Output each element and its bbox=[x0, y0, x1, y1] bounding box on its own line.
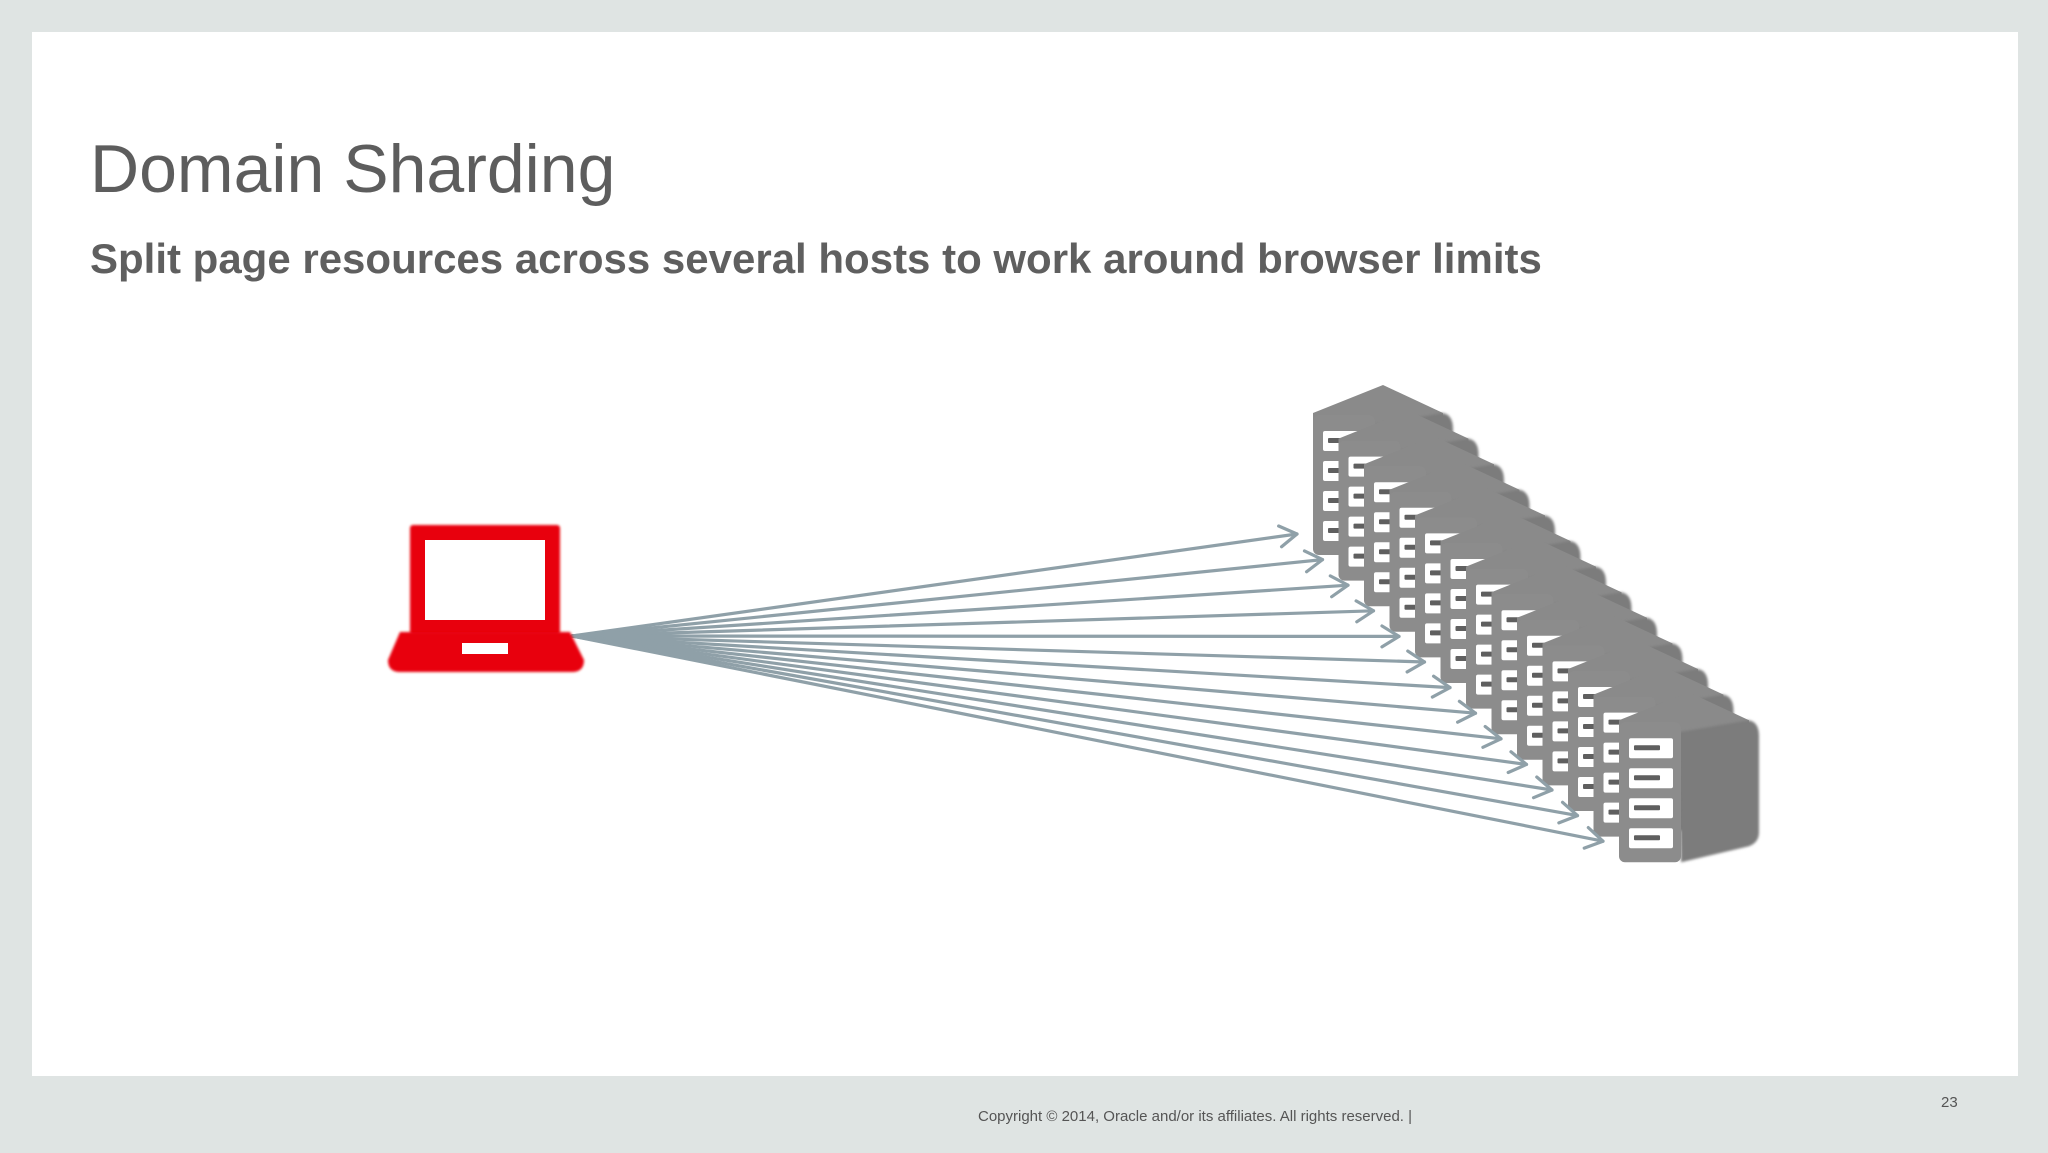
laptop-icon bbox=[388, 525, 584, 672]
connection-arrow bbox=[570, 524, 1299, 638]
connection-arrow bbox=[570, 634, 1478, 724]
connection-arrow bbox=[570, 634, 1503, 749]
server-icon bbox=[1619, 692, 1759, 863]
connection-arrow bbox=[570, 624, 1401, 649]
slide-subtitle: Split page resources across several host… bbox=[90, 235, 1542, 282]
connection-arrow bbox=[570, 634, 1580, 825]
connection-arrow bbox=[570, 634, 1554, 800]
connection-arrow bbox=[570, 599, 1376, 638]
copyright-footer: Copyright © 2014, Oracle and/or its affi… bbox=[978, 1108, 1413, 1125]
connection-arrow bbox=[570, 634, 1427, 674]
connection-arrow bbox=[570, 634, 1529, 775]
connection-arrow bbox=[570, 634, 1605, 850]
page-number: 23 bbox=[1941, 1094, 1958, 1111]
server-stack bbox=[1313, 385, 1759, 863]
connection-arrow bbox=[570, 549, 1325, 638]
slide-title: Domain Sharding bbox=[90, 131, 616, 207]
connection-arrow bbox=[570, 634, 1452, 699]
connection-arrows bbox=[570, 524, 1605, 850]
slide-background bbox=[32, 32, 2018, 1076]
connection-arrow bbox=[570, 574, 1350, 638]
